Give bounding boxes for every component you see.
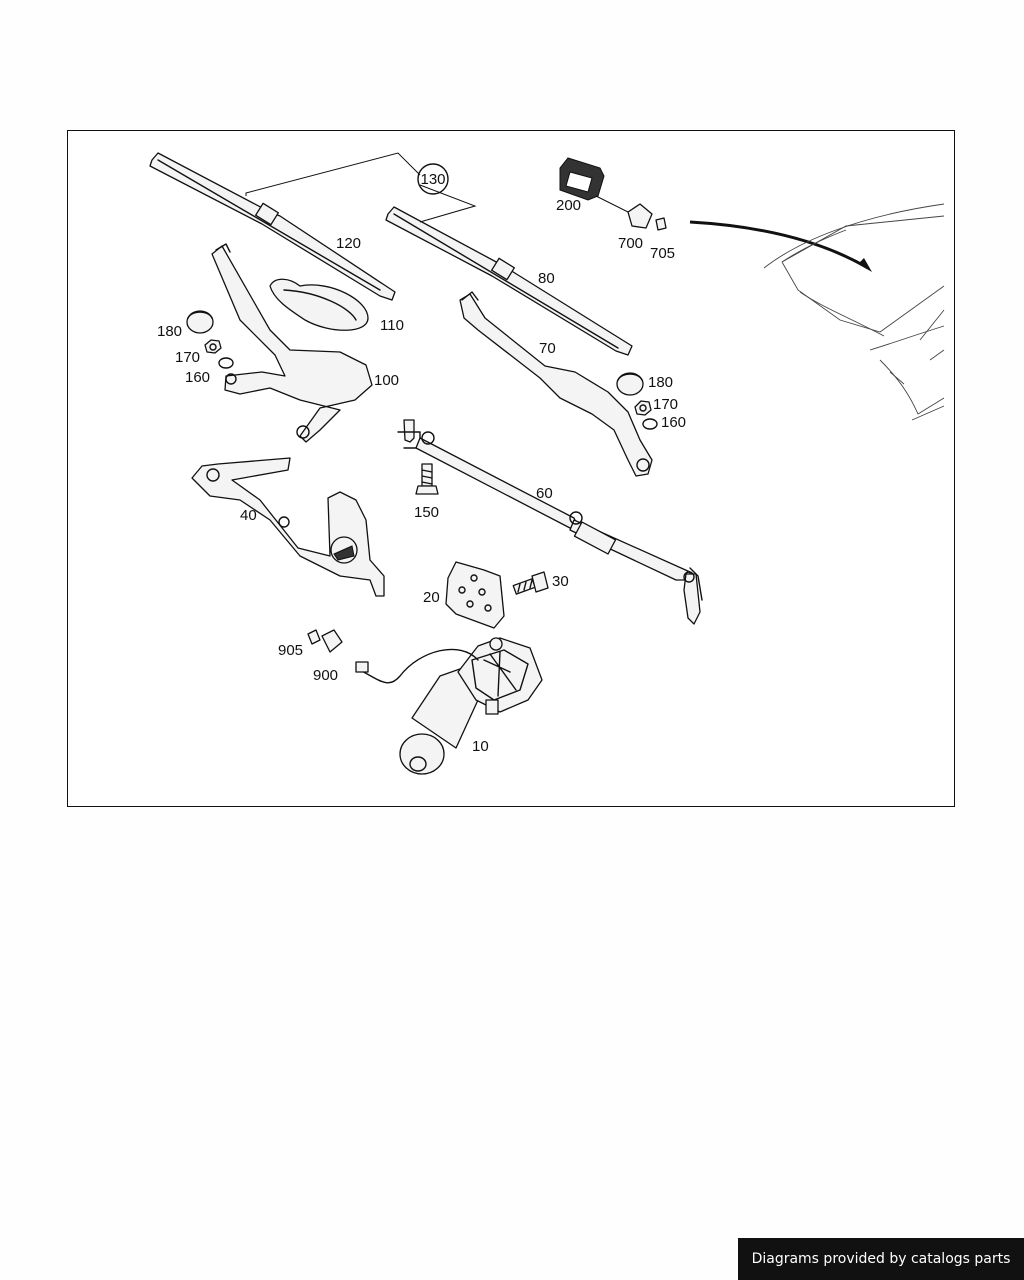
label-160-left: 160 (185, 369, 210, 386)
wiper-arm-70[interactable] (459, 291, 653, 477)
label-60: 60 (536, 485, 553, 502)
label-120: 120 (336, 235, 361, 252)
terminal-705[interactable] (655, 217, 667, 231)
label-905: 905 (278, 642, 303, 659)
vehicle-windshield-sketch (763, 203, 945, 421)
wiper-arm-100[interactable] (211, 243, 373, 443)
label-705: 705 (650, 245, 675, 262)
label-200: 200 (556, 197, 581, 214)
label-70: 70 (539, 340, 556, 357)
label-150: 150 (414, 504, 439, 521)
nut-170-left[interactable] (204, 339, 222, 354)
wiring-harness-900[interactable] (321, 629, 479, 684)
terminal-905[interactable] (307, 629, 321, 645)
wiper-linkage-60[interactable] (397, 419, 703, 625)
label-20: 20 (423, 589, 440, 606)
label-700: 700 (618, 235, 643, 252)
leader-130 (245, 152, 477, 223)
cap-180-right[interactable] (616, 372, 644, 396)
mounting-plate-20[interactable] (445, 561, 505, 629)
washer-160-left[interactable] (218, 357, 234, 369)
label-30: 30 (552, 573, 569, 590)
label-130: 130 (420, 171, 445, 188)
label-40: 40 (240, 507, 257, 524)
nut-170-right[interactable] (634, 400, 652, 416)
washer-160-right[interactable] (642, 418, 658, 430)
label-160-right: 160 (661, 414, 686, 431)
label-80: 80 (538, 270, 555, 287)
label-100: 100 (374, 372, 399, 389)
mounting-bracket-40[interactable] (191, 457, 385, 597)
wiper-blade-120[interactable] (149, 152, 396, 301)
label-180-right: 180 (648, 374, 673, 391)
wiper-arm-cover-110[interactable] (269, 278, 369, 331)
label-110: 110 (380, 317, 404, 334)
location-arrow (689, 220, 872, 272)
cap-180-left[interactable] (186, 310, 214, 334)
bolt-150[interactable] (415, 463, 439, 495)
label-900: 900 (313, 667, 338, 684)
connector-700[interactable] (627, 203, 653, 229)
label-170-left: 170 (175, 349, 200, 366)
bolt-30[interactable] (512, 571, 549, 595)
credit-badge: Diagrams provided by catalogs parts (738, 1238, 1024, 1280)
label-170-right: 170 (653, 396, 678, 413)
label-10: 10 (472, 738, 489, 755)
rain-sensor-200[interactable] (559, 157, 633, 215)
wiper-motor-10[interactable] (399, 637, 543, 775)
callout-circle-130 (417, 163, 449, 195)
label-180-left: 180 (157, 323, 182, 340)
wiper-blade-80[interactable] (385, 206, 633, 356)
